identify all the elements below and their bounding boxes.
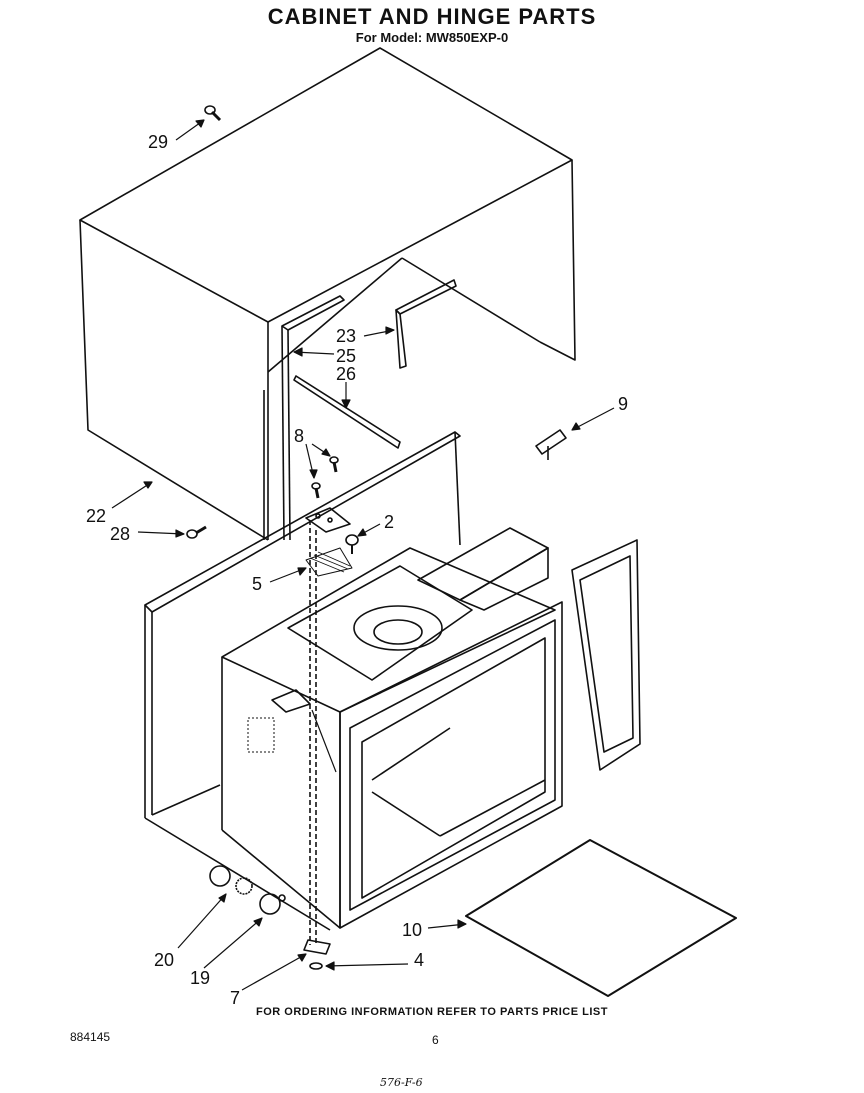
callout-28: 28 <box>110 524 130 544</box>
vent-grille <box>247 717 275 753</box>
screws-8 <box>311 456 339 499</box>
callout-5: 5 <box>252 574 262 594</box>
glass-tray <box>465 839 737 997</box>
callout-10: 10 <box>402 920 422 940</box>
page-number: 6 <box>432 1033 439 1047</box>
oven-body <box>221 527 563 929</box>
feet-and-lamp <box>209 865 286 915</box>
leader-lines <box>111 119 615 991</box>
callout-20: 20 <box>154 950 174 970</box>
hinge-assembly <box>271 507 353 970</box>
callout-29: 29 <box>148 132 168 152</box>
screw-29 <box>204 105 222 122</box>
callout-23: 23 <box>336 326 356 346</box>
callout-9: 9 <box>618 394 628 414</box>
screw-28 <box>186 525 207 539</box>
document-number: 884145 <box>70 1030 111 1044</box>
hinge-pin-2 <box>345 534 359 554</box>
callout-labels: 29 23 25 26 9 8 2 22 28 5 10 4 20 19 7 <box>86 132 628 1008</box>
ordering-note: FOR ORDERING INFORMATION REFER TO PARTS … <box>256 1006 608 1018</box>
callout-7: 7 <box>230 988 240 1008</box>
callout-8: 8 <box>294 426 304 446</box>
fasteners <box>186 105 567 554</box>
callout-26: 26 <box>336 364 356 384</box>
pin-9 <box>535 429 567 460</box>
outer-cabinet-wrapper <box>79 47 576 541</box>
callout-4: 4 <box>414 950 424 970</box>
callout-19: 19 <box>190 968 210 988</box>
page-title: CABINET AND HINGE PARTS <box>267 4 597 29</box>
callout-22: 22 <box>86 506 106 526</box>
cabinet-trim-strips <box>281 279 457 541</box>
callout-25: 25 <box>336 346 356 366</box>
model-line: For Model: MW850EXP-0 <box>355 30 509 45</box>
handwritten-code: 576-F-6 <box>380 1076 423 1089</box>
cabinet-base <box>144 431 641 931</box>
callout-2: 2 <box>384 512 394 532</box>
